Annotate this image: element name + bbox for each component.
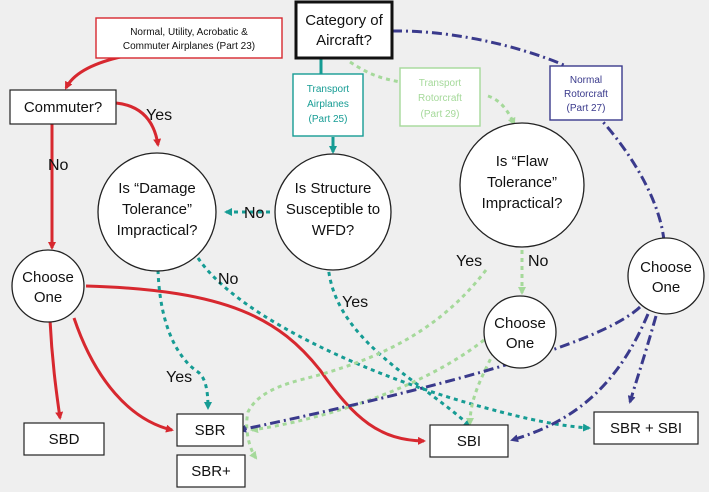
flaw-line2: Tolerance”	[487, 174, 557, 191]
wfd-line2: Susceptible to	[286, 201, 380, 218]
label-commuter-yes: Yes	[146, 107, 172, 124]
label-damage-no: No	[218, 271, 239, 288]
edge-part29-to-flaw	[487, 94, 516, 126]
part25-line1: Transport	[307, 84, 350, 95]
sbr-sbi-text: SBR + SBI	[610, 420, 682, 437]
label-wfd-yes: Yes	[342, 294, 368, 311]
choose-middle-line2: One	[506, 335, 534, 352]
choose-right-line2: One	[652, 279, 680, 296]
part25-line2: Airplanes	[307, 99, 349, 110]
sbi-text: SBI	[457, 433, 481, 450]
flaw-line3: Impractical?	[482, 195, 563, 212]
label-damage-yes: Yes	[166, 369, 192, 386]
choose-one-left-node: Choose One	[11, 249, 85, 323]
part23-label: Normal, Utility, Acrobatic & Commuter Ai…	[95, 17, 283, 59]
damage-line1: Is “Damage	[118, 180, 196, 197]
sbr-plus-text: SBR+	[191, 463, 231, 480]
category-node: Category of Aircraft?	[294, 0, 394, 60]
outcome-sbi: SBI	[429, 424, 509, 458]
edge-choose-to-sbd	[48, 319, 64, 420]
edge-choose-to-sbi	[85, 284, 426, 445]
category-line1: Category of	[305, 12, 383, 29]
part29-line2: Rotorcraft	[418, 93, 462, 104]
choose-one-middle-node: Choose One	[483, 295, 557, 369]
edge-commuter-yes	[115, 101, 162, 147]
choose-left-line2: One	[34, 289, 62, 306]
wfd-line3: WFD?	[312, 222, 355, 239]
damage-line3: Impractical?	[117, 222, 198, 239]
part27-connectors	[238, 29, 666, 443]
label-commuter-no: No	[48, 157, 69, 174]
edge-category-to-part27	[391, 29, 567, 68]
part29-line1: Transport	[419, 78, 462, 89]
choose-right-line1: Choose	[640, 259, 692, 276]
label-flaw-yes: Yes	[456, 253, 482, 270]
label-flaw-no: No	[528, 253, 549, 270]
part29-line3: (Part 29)	[421, 109, 460, 120]
choose-one-right-node: Choose One	[627, 237, 705, 315]
part27-line1: Normal	[570, 75, 602, 86]
flaw-tolerance-node: Is “Flaw Tolerance” Impractical?	[459, 122, 585, 248]
sbd-text: SBD	[49, 431, 80, 448]
edge-flaw-yes	[245, 269, 488, 460]
label-wfd-no: No	[244, 205, 265, 222]
commuter-node: Commuter?	[9, 89, 117, 125]
part25-connectors	[156, 208, 591, 432]
edge-damage-yes	[156, 269, 212, 410]
damage-line2: Tolerance”	[122, 201, 192, 218]
outcome-sbr-plus: SBR+	[176, 454, 246, 488]
damage-tolerance-node: Is “Damage Tolerance” Impractical?	[97, 152, 217, 272]
wfd-node: Is Structure Susceptible to WFD?	[274, 153, 392, 271]
sbr-text: SBR	[195, 422, 226, 439]
outcome-sbr: SBR	[176, 413, 244, 447]
edge-category-to-part29	[349, 60, 401, 84]
part29-label: Transport Rotorcraft (Part 29)	[399, 67, 481, 127]
wfd-line1: Is Structure	[295, 180, 372, 197]
commuter-text: Commuter?	[24, 99, 102, 116]
edge-choose3-to-sbi	[510, 313, 650, 443]
choose-middle-line1: Choose	[494, 315, 546, 332]
edge-choose3-to-sbr	[238, 305, 642, 433]
flaw-line1: Is “Flaw	[496, 153, 549, 170]
edge-choose2-to-sbi	[466, 351, 496, 426]
part23-connectors	[48, 46, 426, 445]
edge-choose-to-sbr	[72, 317, 174, 433]
choose-left-line1: Choose	[22, 269, 74, 286]
outcome-sbr-sbi: SBR + SBI	[593, 411, 699, 445]
edge-wfd-yes	[326, 263, 472, 428]
category-line2: Aircraft?	[316, 32, 372, 49]
part25-line3: (Part 25)	[309, 114, 348, 125]
outcome-sbd: SBD	[23, 422, 105, 456]
part23-line1: Normal, Utility, Acrobatic &	[130, 27, 248, 38]
part27-line2: Rotorcraft	[564, 89, 608, 100]
part27-label: Normal Rotorcraft (Part 27)	[549, 65, 623, 121]
part23-line2: Commuter Airplanes (Part 23)	[123, 41, 255, 52]
edge-part27-to-choose3	[592, 110, 666, 242]
edge-damage-no	[196, 257, 591, 432]
part27-line3: (Part 27)	[567, 103, 606, 114]
part25-label: Transport Airplanes (Part 25)	[292, 73, 364, 137]
edge-choose3-to-sbr-sbi	[627, 315, 658, 404]
